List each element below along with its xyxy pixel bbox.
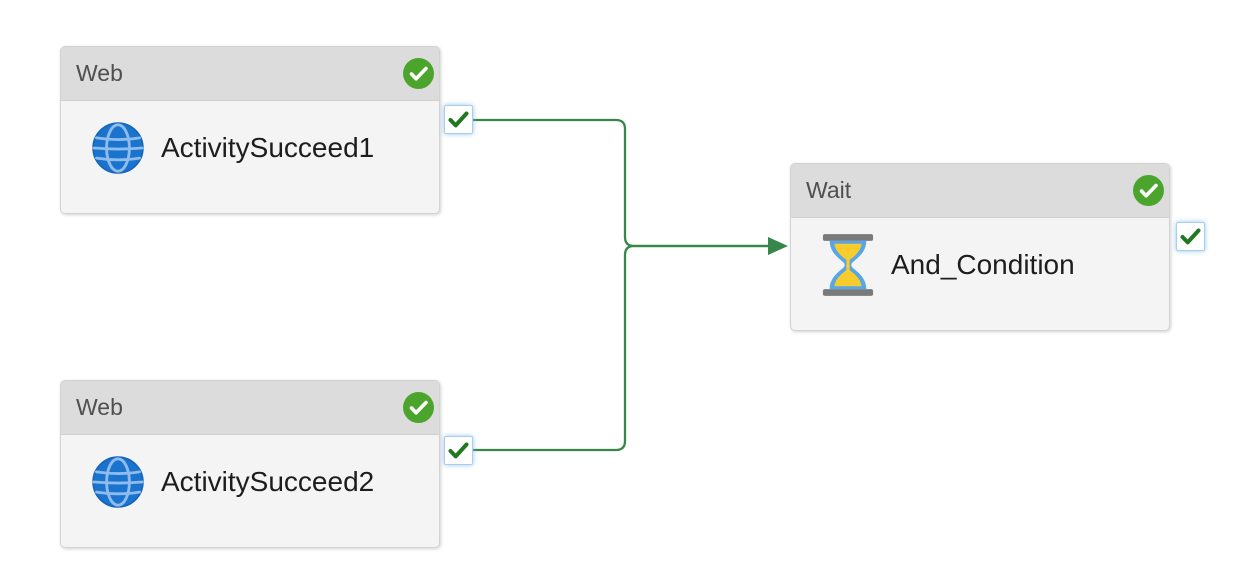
- activity-name: ActivitySucceed2: [161, 466, 375, 497]
- check-icon: [448, 111, 469, 128]
- check-circle-icon: [1139, 183, 1158, 198]
- success-port-wait-1[interactable]: [1176, 222, 1205, 251]
- check-icon: [1180, 228, 1201, 245]
- activity-type-label: Web: [76, 60, 123, 86]
- connector-arrowhead-icon: [768, 237, 788, 255]
- activity-name: ActivitySucceed1: [161, 132, 375, 163]
- status-succeeded-badge: [403, 392, 434, 423]
- activity-node-body: And_Condition: [821, 234, 1075, 296]
- activity-type-label: Web: [76, 394, 123, 420]
- activity-node-header: Wait: [791, 164, 1169, 218]
- connector-success-2[interactable]: [473, 244, 768, 452]
- activity-type-label: Wait: [806, 177, 852, 203]
- success-port-web-1[interactable]: [444, 105, 473, 134]
- activity-node-body: ActivitySucceed2: [91, 453, 374, 511]
- globe-icon: [91, 453, 145, 511]
- activity-node-web-1[interactable]: Web ActivitySucceed1: [60, 46, 440, 214]
- activity-node-web-2[interactable]: Web ActivitySucceed2: [60, 380, 440, 548]
- activity-node-wait-1[interactable]: Wait And_Condition: [790, 163, 1170, 331]
- check-circle-icon: [409, 400, 428, 415]
- activity-node-header: Web: [61, 47, 439, 101]
- status-succeeded-badge: [1133, 175, 1164, 206]
- success-port-web-2[interactable]: [444, 436, 473, 465]
- hourglass-icon: [821, 234, 875, 296]
- activity-node-header: Web: [61, 381, 439, 435]
- check-icon: [448, 442, 469, 459]
- globe-icon: [91, 119, 145, 177]
- check-circle-icon: [409, 66, 428, 81]
- status-succeeded-badge: [403, 58, 434, 89]
- activity-node-body: ActivitySucceed1: [91, 119, 374, 177]
- connector-success-1[interactable]: [473, 118, 768, 248]
- activity-name: And_Condition: [891, 249, 1075, 280]
